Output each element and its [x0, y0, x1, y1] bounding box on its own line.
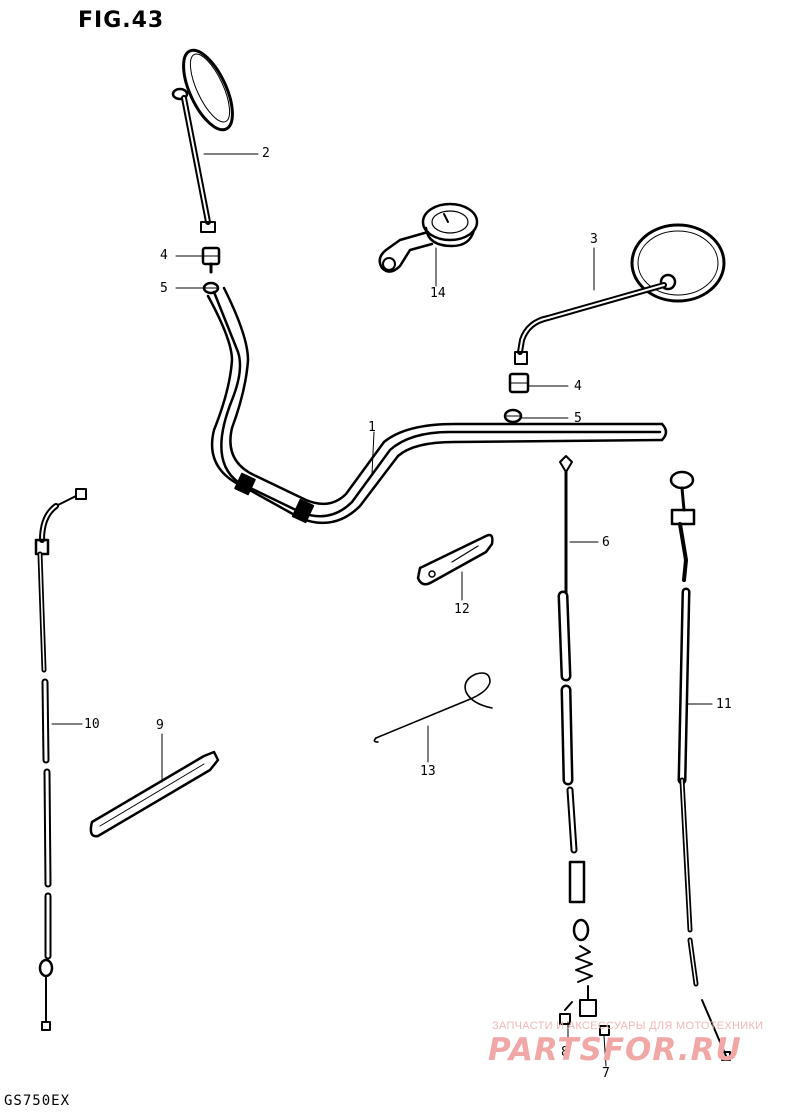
- handlebar[interactable]: [206, 286, 668, 525]
- watermark-tagline: ЗАПЧАСТИ И АКСЕССУАРЫ ДЛЯ МОТОТЕХНИКИ: [492, 1020, 764, 1032]
- wiring-strap[interactable]: [89, 750, 220, 838]
- callout-5-left: 5: [160, 281, 168, 296]
- callout-1: 1: [368, 420, 376, 435]
- adjuster-screw[interactable]: [559, 1001, 573, 1025]
- callout-10: 10: [84, 717, 100, 732]
- callout-6: 6: [602, 535, 610, 550]
- choke-cable[interactable]: [669, 470, 731, 1061]
- callout-11: 11: [716, 697, 732, 712]
- callout-7: 7: [602, 1066, 610, 1081]
- left-mirror[interactable]: [171, 43, 242, 233]
- callout-13: 13: [420, 764, 436, 779]
- right-mirror[interactable]: [514, 223, 726, 365]
- callout-5-right: 5: [574, 411, 582, 426]
- cable-clamp[interactable]: [373, 672, 493, 743]
- callout-14: 14: [430, 286, 446, 301]
- callout-4-right: 4: [574, 379, 582, 394]
- left-mirror-adaptor[interactable]: [201, 246, 221, 274]
- watermark-logo: PARTSFOR.RU: [488, 1032, 742, 1068]
- right-mirror-nut[interactable]: [503, 408, 523, 424]
- throttle-cable-bracket[interactable]: [416, 533, 494, 586]
- callout-2: 2: [262, 146, 270, 161]
- leader-lines: [51, 153, 713, 1067]
- adjuster-nut[interactable]: [599, 1025, 610, 1036]
- figure-title: FIG.43: [78, 8, 165, 33]
- callout-9: 9: [156, 718, 164, 733]
- left-mirror-nut[interactable]: [202, 281, 220, 295]
- callout-8: 8: [561, 1045, 569, 1060]
- callout-3: 3: [590, 232, 598, 247]
- model-code: GS750EX: [4, 1093, 71, 1109]
- throttle-cable[interactable]: [557, 455, 597, 1017]
- right-mirror-adaptor[interactable]: [508, 372, 530, 394]
- throttle-housing[interactable]: [378, 202, 479, 273]
- clutch-cable[interactable]: [34, 488, 87, 1031]
- callout-12: 12: [454, 602, 470, 617]
- callout-4-left: 4: [160, 248, 168, 263]
